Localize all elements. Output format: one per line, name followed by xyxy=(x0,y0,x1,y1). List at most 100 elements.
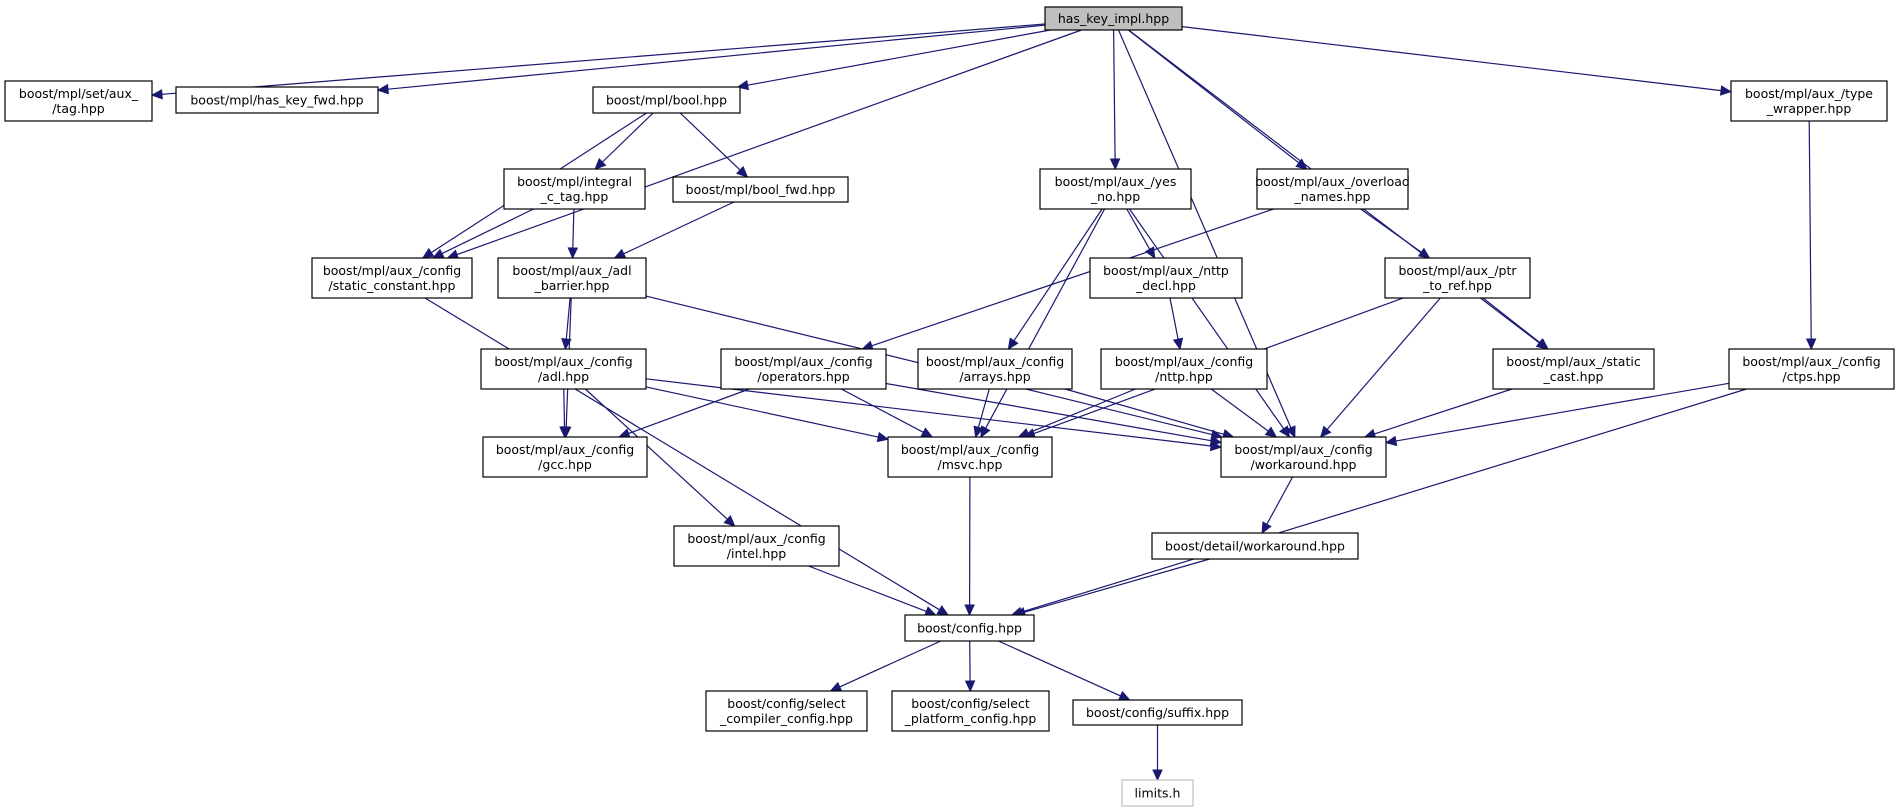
node-arrays[interactable]: boost/mpl/aux_/config/arrays.hpp xyxy=(917,348,1073,390)
node-box[interactable] xyxy=(917,348,1073,390)
arrowhead-static_cast xyxy=(1536,338,1549,350)
edge-yes_no-to-mpl_workaround xyxy=(1129,208,1285,430)
node-box[interactable] xyxy=(1072,699,1243,726)
node-label: boost/config.hpp xyxy=(917,621,1022,636)
edge-ctps-to-boost_config xyxy=(1021,388,1747,613)
node-box[interactable] xyxy=(1256,168,1409,210)
node-box[interactable] xyxy=(1100,348,1268,390)
node-box[interactable] xyxy=(480,348,647,390)
node-select-compiler[interactable]: boost/config/select_compiler_config.hpp xyxy=(705,690,868,732)
node-label: boost/mpl/aux_/type xyxy=(1745,86,1873,101)
edge-root-to-has_key_fwd xyxy=(387,24,1046,90)
node-bool-fwd[interactable]: boost/mpl/bool_fwd.hpp xyxy=(672,176,849,203)
node-label: /arrays.hpp xyxy=(959,369,1030,384)
node-box[interactable] xyxy=(1089,257,1243,299)
node-label: /operators.hpp xyxy=(757,369,849,384)
node-label: boost/mpl/bool.hpp xyxy=(606,93,727,108)
node-mpl-workaround[interactable]: boost/mpl/aux_/config/workaround.hpp xyxy=(1220,436,1387,478)
node-ptr-to-ref[interactable]: boost/mpl/aux_/ptr_to_ref.hpp xyxy=(1384,257,1531,299)
node-box[interactable] xyxy=(482,436,648,478)
node-nttp[interactable]: boost/mpl/aux_/config/nttp.hpp xyxy=(1100,348,1268,390)
node-label: /msvc.hpp xyxy=(938,457,1003,472)
node-overload-names[interactable]: boost/mpl/aux_/overload_names.hpp xyxy=(1255,168,1410,210)
node-adl-barrier[interactable]: boost/mpl/aux_/adl_barrier.hpp xyxy=(497,257,647,299)
node-boost-config[interactable]: boost/config.hpp xyxy=(904,614,1035,642)
node-box[interactable] xyxy=(1039,168,1192,210)
node-has-key-fwd[interactable]: boost/mpl/has_key_fwd.hpp xyxy=(175,86,379,114)
node-type-wrapper[interactable]: boost/mpl/aux_/type_wrapper.hpp xyxy=(1730,80,1888,122)
node-label: /intel.hpp xyxy=(727,546,787,561)
node-integral-c-tag[interactable]: boost/mpl/integral_c_tag.hpp xyxy=(503,168,646,210)
node-label: _to_ref.hpp xyxy=(1422,278,1492,293)
edge-root-to-yes_no xyxy=(1113,29,1116,160)
node-box[interactable] xyxy=(497,257,647,299)
node-box[interactable] xyxy=(887,436,1053,478)
node-static-cast[interactable]: boost/mpl/aux_/static_cast.hpp xyxy=(1492,348,1655,390)
node-config-adl[interactable]: boost/mpl/aux_/config/adl.hpp xyxy=(480,348,647,390)
node-box[interactable] xyxy=(904,614,1035,642)
node-label: _wrapper.hpp xyxy=(1766,101,1852,116)
node-box[interactable] xyxy=(1151,532,1359,560)
node-box[interactable] xyxy=(1121,779,1194,807)
arrowhead-mpl_workaround xyxy=(1264,426,1278,438)
node-ctps[interactable]: boost/mpl/aux_/config/ctps.hpp xyxy=(1728,348,1895,390)
arrowhead-mpl_workaround xyxy=(1319,425,1332,438)
node-root[interactable]: has_key_impl.hpp xyxy=(1044,6,1183,31)
arrowhead-type_wrapper xyxy=(1719,85,1733,96)
edge-integral_c_tag-to-adl_barrier xyxy=(572,208,575,249)
node-box[interactable] xyxy=(311,257,473,299)
node-box[interactable] xyxy=(672,176,849,203)
node-intel[interactable]: boost/mpl/aux_/config/intel.hpp xyxy=(673,525,840,567)
node-static-constant[interactable]: boost/mpl/aux_/config/static_constant.hp… xyxy=(311,257,473,299)
node-box[interactable] xyxy=(503,168,646,210)
node-label: boost/config/suffix.hpp xyxy=(1086,705,1229,720)
node-gcc[interactable]: boost/mpl/aux_/config/gcc.hpp xyxy=(482,436,648,478)
node-detail-workaround[interactable]: boost/detail/workaround.hpp xyxy=(1151,532,1359,560)
edge-overload_names-to-ptr_to_ref xyxy=(1360,208,1422,253)
edge-ctps-to-mpl_workaround xyxy=(1395,382,1730,442)
node-msvc[interactable]: boost/mpl/aux_/config/msvc.hpp xyxy=(887,436,1053,478)
node-limits[interactable]: limits.h xyxy=(1121,779,1194,807)
edge-config_adl-to-msvc xyxy=(645,386,879,438)
edge-nttp_decl-to-nttp xyxy=(1169,297,1179,340)
node-box[interactable] xyxy=(891,690,1050,732)
node-box[interactable] xyxy=(720,348,887,390)
arrowhead-msvc xyxy=(876,431,890,443)
node-box[interactable] xyxy=(1220,436,1387,478)
arrowhead-intel xyxy=(723,514,736,527)
node-bool[interactable]: boost/mpl/bool.hpp xyxy=(592,86,741,114)
arrowhead-mpl_workaround xyxy=(1384,435,1398,447)
node-box[interactable] xyxy=(4,80,153,122)
node-box[interactable] xyxy=(673,525,840,567)
node-box[interactable] xyxy=(592,86,741,114)
node-box[interactable] xyxy=(1384,257,1531,299)
edge-adl_barrier-to-config_adl xyxy=(565,297,571,340)
node-box[interactable] xyxy=(1730,80,1888,122)
arrowhead-detail_workaround xyxy=(1261,521,1272,535)
node-label: boost/config/select xyxy=(911,696,1030,711)
node-suffix[interactable]: boost/config/suffix.hpp xyxy=(1072,699,1243,726)
node-box[interactable] xyxy=(705,690,868,732)
node-box[interactable] xyxy=(175,86,379,114)
arrowhead-msvc xyxy=(973,425,984,439)
node-box[interactable] xyxy=(1728,348,1895,390)
node-label: boost/mpl/aux_/overload xyxy=(1255,174,1410,189)
node-label: /ctps.hpp xyxy=(1782,369,1840,384)
arrowhead-boost_config xyxy=(936,605,950,616)
node-label: _compiler_config.hpp xyxy=(719,711,853,726)
node-box[interactable] xyxy=(1492,348,1655,390)
node-label: boost/mpl/integral xyxy=(517,174,632,189)
edge-root-to-type_wrapper xyxy=(1181,26,1722,92)
node-box[interactable] xyxy=(1044,6,1183,31)
node-nttp-decl[interactable]: boost/mpl/aux_/nttp_decl.hpp xyxy=(1089,257,1243,299)
arrowhead-msvc xyxy=(1017,428,1031,438)
node-label: /gcc.hpp xyxy=(538,457,592,472)
node-yes-no[interactable]: boost/mpl/aux_/yes_no.hpp xyxy=(1039,168,1192,210)
node-label: _no.hpp xyxy=(1090,189,1140,204)
node-select-platform[interactable]: boost/config/select_platform_config.hpp xyxy=(891,690,1050,732)
arrowhead-msvc xyxy=(980,425,991,439)
node-operators[interactable]: boost/mpl/aux_/config/operators.hpp xyxy=(720,348,887,390)
node-set-tag[interactable]: boost/mpl/set/aux_/tag.hpp xyxy=(4,80,153,122)
node-label: boost/mpl/aux_/ptr xyxy=(1398,263,1517,278)
